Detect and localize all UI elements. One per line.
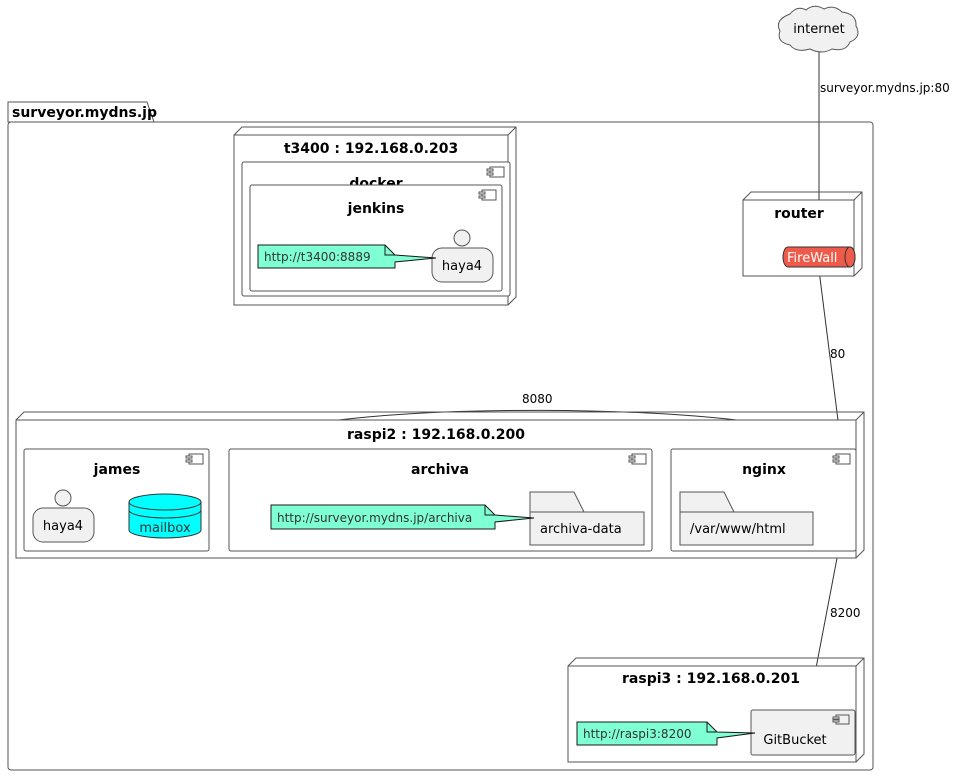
jenkins-note: http://t3400:8889	[257, 244, 437, 269]
nginx-gitbucket-label: 8200	[830, 606, 861, 620]
mailbox-database: mailbox	[128, 493, 202, 539]
james-component-icon	[185, 453, 204, 465]
archiva-component-icon	[628, 453, 647, 465]
internet-link-label: surveyor.mydns.jp:80	[820, 81, 950, 95]
internet-cloud: internet	[777, 5, 859, 53]
package-surveyor: surveyor.mydns.jp	[7, 101, 874, 771]
firewall-nginx-label: 80	[830, 347, 845, 361]
firewall-queue: FireWall	[782, 246, 856, 268]
node-t3400: t3400 : 192.168.0.203 docker jenkins hay…	[233, 126, 517, 306]
archiva-title: archiva	[411, 462, 469, 478]
jenkins-component-icon	[478, 189, 497, 201]
node-raspi3: raspi3 : 192.168.0.201 GitBucket http://…	[567, 657, 865, 763]
internet-label: internet	[793, 22, 844, 37]
jenkins-actor: haya4	[431, 229, 494, 283]
nginx-title: nginx	[742, 462, 786, 478]
nginx-html-label: /var/www/html	[690, 522, 786, 537]
james-actor-label: haya4	[43, 519, 83, 534]
firewall-label: FireWall	[787, 251, 837, 266]
node-raspi2: raspi2 : 192.168.0.200 james haya4 mailb…	[15, 411, 865, 559]
node-router: router FireWall	[742, 191, 863, 277]
raspi3-title: raspi3 : 192.168.0.201	[622, 671, 800, 687]
package-title: surveyor.mydns.jp	[12, 105, 157, 121]
router-title: router	[774, 206, 824, 222]
archiva-note: http://surveyor.mydns.jp/archiva	[270, 504, 535, 530]
archiva-data-label: archiva-data	[540, 522, 622, 537]
raspi2-title: raspi2 : 192.168.0.200	[347, 427, 525, 443]
gitbucket-note: http://raspi3:8200	[576, 721, 756, 746]
jenkins-title: jenkins	[347, 201, 405, 217]
gitbucket-component: GitBucket	[750, 709, 856, 756]
docker-component-icon	[486, 166, 505, 178]
jenkins-note-text: http://t3400:8889	[264, 250, 371, 264]
gitbucket-component-icon	[832, 714, 850, 725]
gitbucket-note-text: http://raspi3:8200	[583, 727, 691, 741]
james-actor: haya4	[32, 489, 95, 543]
nginx-component-icon	[832, 453, 851, 465]
jenkins-actor-label: haya4	[442, 259, 482, 274]
nginx-archiva-label: 8080	[522, 392, 553, 406]
james-title: james	[93, 462, 141, 478]
t3400-title: t3400 : 192.168.0.203	[284, 141, 458, 157]
mailbox-label: mailbox	[139, 521, 191, 536]
nginx-html-folder: /var/www/html	[679, 491, 814, 546]
archiva-note-text: http://surveyor.mydns.jp/archiva	[277, 511, 472, 525]
gitbucket-label: GitBucket	[763, 733, 826, 748]
archiva-data-folder: archiva-data	[529, 491, 645, 546]
